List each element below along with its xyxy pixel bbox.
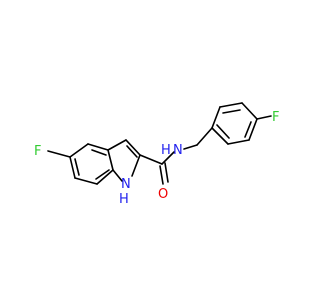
bond bbox=[126, 145, 138, 158]
nitrogen-amide-label: N bbox=[173, 143, 183, 158]
bond bbox=[107, 139, 127, 151]
bond bbox=[69, 156, 76, 179]
amide-group bbox=[139, 151, 175, 185]
bond bbox=[112, 169, 123, 182]
oxygen-label: O bbox=[158, 187, 168, 202]
bond bbox=[139, 154, 163, 165]
bond bbox=[95, 169, 110, 180]
bond-c-o bbox=[164, 162, 169, 183]
bond bbox=[131, 154, 141, 177]
bond bbox=[227, 139, 250, 145]
bond bbox=[219, 102, 243, 108]
hydrogen-amide-label: H bbox=[161, 143, 171, 158]
bond bbox=[91, 149, 107, 156]
bond bbox=[211, 106, 221, 129]
bond bbox=[74, 158, 80, 176]
bond bbox=[196, 127, 213, 146]
bond bbox=[241, 102, 258, 120]
fluorophenyl-ring bbox=[211, 102, 258, 145]
bond bbox=[74, 177, 98, 185]
bond-c-f-left bbox=[47, 150, 71, 158]
bond bbox=[125, 139, 141, 156]
bond bbox=[216, 124, 230, 139]
bond bbox=[69, 143, 89, 158]
molecule-canvas: F N H N H O F bbox=[34, 102, 279, 207]
bond bbox=[244, 121, 252, 138]
bond bbox=[211, 127, 229, 145]
fluorine-right-label: F bbox=[272, 110, 279, 125]
bond-c-f-right bbox=[256, 115, 272, 120]
bond bbox=[107, 149, 114, 171]
bond bbox=[248, 118, 258, 141]
fluorine-left-label: F bbox=[34, 144, 41, 159]
indole-pyrrole-ring bbox=[107, 139, 141, 182]
bond bbox=[222, 109, 241, 114]
ethyl-linker bbox=[183, 127, 213, 150]
bond bbox=[87, 143, 109, 151]
bond bbox=[183, 144, 198, 150]
bond bbox=[96, 169, 114, 185]
bond-c-o bbox=[159, 165, 164, 185]
indole-benzene-ring bbox=[69, 143, 114, 185]
hydrogen-indole-label: H bbox=[119, 192, 129, 207]
bond-c-n bbox=[161, 151, 175, 165]
nitrogen-indole-label: N bbox=[121, 177, 131, 192]
